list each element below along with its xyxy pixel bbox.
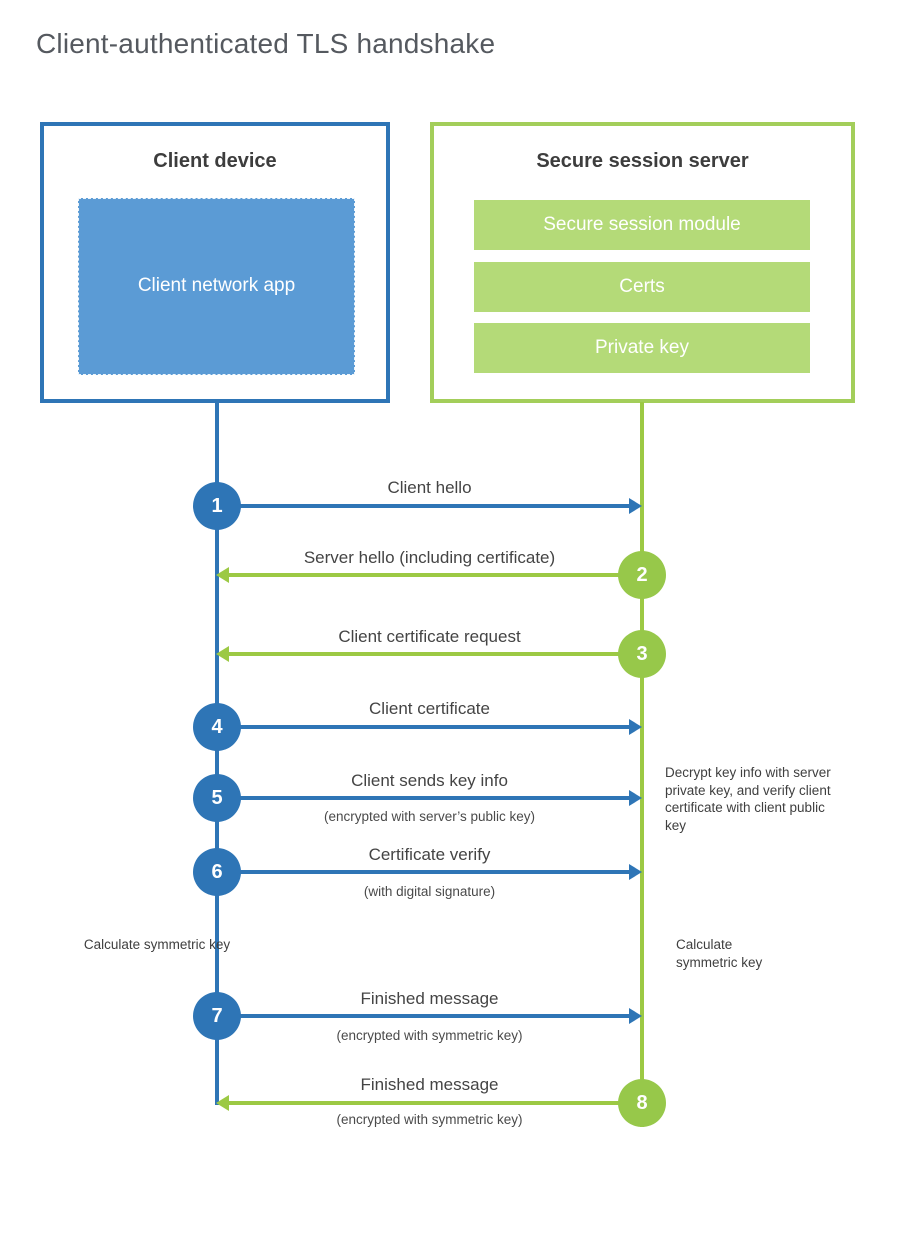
step-6-arrowhead-icon [629, 864, 642, 880]
step-5-arrow [217, 796, 632, 800]
step-1-label: Client hello [387, 478, 472, 497]
server-module-certs: Certs [474, 262, 810, 312]
client-calculate-symmetric-key-note: Calculate symmetric key [83, 937, 231, 952]
step-7-sublabel: (encrypted with symmetric key) [336, 1028, 523, 1043]
step-1-arrowhead-icon [629, 498, 642, 514]
step-4-label: Client certificate [369, 699, 490, 718]
step-8-circle: 8 [618, 1079, 666, 1127]
step-6-circle: 6 [193, 848, 241, 896]
step-4-arrowhead-icon [629, 719, 642, 735]
step-6-sublabel: (with digital signature) [363, 884, 496, 899]
step-5-circle: 5 [193, 774, 241, 822]
step-2-arrowhead-icon [216, 567, 229, 583]
step-3-arrow [229, 652, 642, 656]
step-6-label: Certificate verify [368, 845, 491, 864]
step-8-arrowhead-icon [216, 1095, 229, 1111]
client-device-title: Client device [153, 150, 277, 172]
page-title: Client-authenticated TLS handshake [36, 28, 496, 59]
client-network-app-box: Client network app [78, 198, 355, 375]
server-lifeline [640, 402, 644, 1127]
step-8-label: Finished message [360, 1075, 499, 1094]
step-7-arrowhead-icon [629, 1008, 642, 1024]
step-4-arrow [217, 725, 632, 729]
server-module-secure-session: Secure session module [474, 200, 810, 250]
server-decrypt-note: Decrypt key info with server private key… [665, 765, 831, 833]
step-6-arrow [217, 870, 632, 874]
step-5-label: Client sends key info [351, 771, 508, 790]
step-2-label: Server hello (including certificate) [303, 548, 556, 567]
server-box-title: Secure session server [536, 150, 749, 172]
step-2-circle: 2 [618, 551, 666, 599]
client-network-app-label: Client network app [137, 275, 296, 297]
server-module-private-key: Private key [474, 323, 810, 373]
step-7-label: Finished message [360, 989, 499, 1008]
step-1-circle: 1 [193, 482, 241, 530]
server-calculate-symmetric-key-note: Calculate symmetric key [676, 937, 763, 970]
client-lifeline [215, 402, 219, 1105]
step-7-circle: 7 [193, 992, 241, 1040]
step-3-label: Client certificate request [338, 627, 521, 646]
step-3-arrowhead-icon [216, 646, 229, 662]
step-8-arrow [229, 1101, 642, 1105]
step-5-arrowhead-icon [629, 790, 642, 806]
step-1-arrow [217, 504, 632, 508]
step-7-arrow [217, 1014, 632, 1018]
step-5-sublabel: (encrypted with server’s public key) [323, 809, 536, 824]
step-8-sublabel: (encrypted with symmetric key) [336, 1112, 523, 1127]
step-4-circle: 4 [193, 703, 241, 751]
step-2-arrow [229, 573, 642, 577]
step-3-circle: 3 [618, 630, 666, 678]
